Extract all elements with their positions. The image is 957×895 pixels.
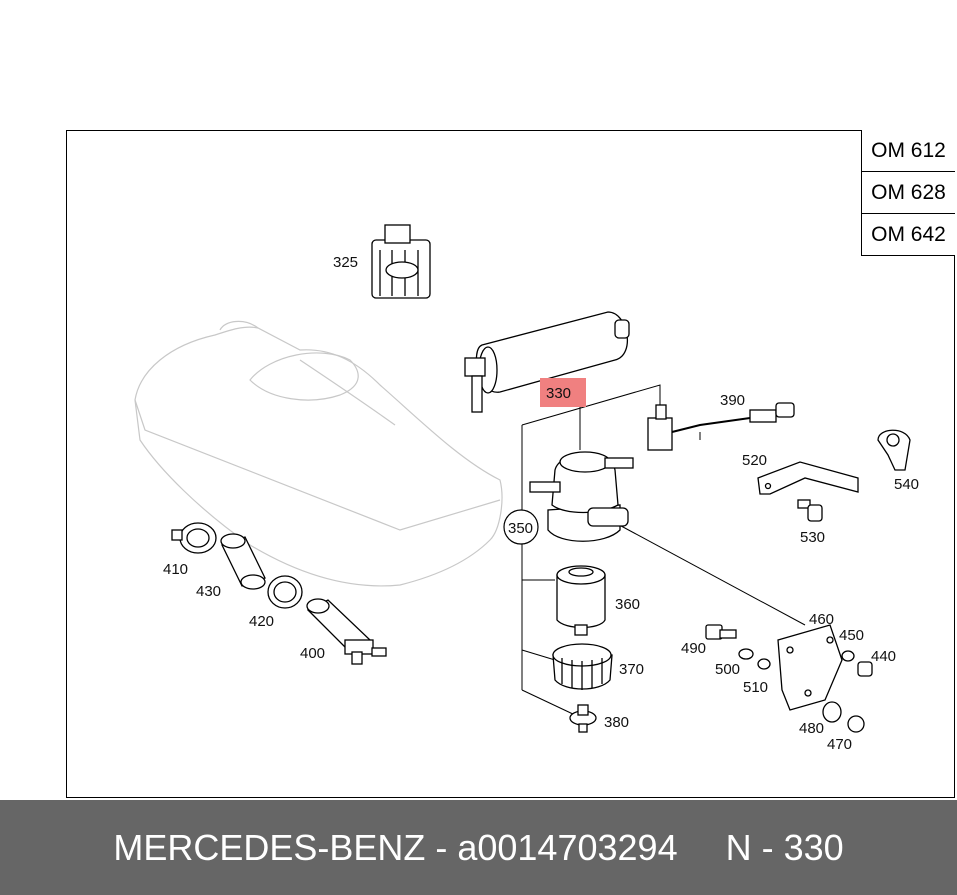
label-420: 420 bbox=[249, 613, 274, 630]
footer-position: N - 330 bbox=[725, 826, 844, 868]
ring-420-part[interactable] bbox=[267, 575, 303, 609]
label-380: 380 bbox=[604, 714, 629, 731]
label-370: 370 bbox=[619, 661, 644, 678]
fuel-tank-outline bbox=[134, 320, 503, 587]
label-400: 400 bbox=[300, 645, 325, 662]
label-510: 510 bbox=[743, 679, 768, 696]
bolt-530-part[interactable] bbox=[797, 499, 823, 522]
label-470: 470 bbox=[827, 736, 852, 753]
sleeve-430-part[interactable] bbox=[220, 533, 266, 590]
pump-400-part[interactable] bbox=[306, 598, 387, 665]
label-390: 390 bbox=[720, 392, 745, 409]
engine-code-cell: OM 642 bbox=[871, 223, 946, 246]
filter-housing-part[interactable] bbox=[529, 451, 634, 542]
highlight-330 bbox=[540, 378, 586, 407]
engine-code-cell: OM 612 bbox=[862, 130, 955, 172]
bracket-part[interactable] bbox=[757, 461, 859, 495]
label-325: 325 bbox=[333, 254, 358, 271]
filter-bowl-part[interactable] bbox=[552, 643, 613, 690]
engine-code-cell: OM 628 bbox=[862, 172, 955, 214]
label-540: 540 bbox=[894, 476, 919, 493]
filter-element-part[interactable] bbox=[556, 565, 606, 636]
fuel-pump-module-part[interactable] bbox=[371, 224, 431, 299]
label-480: 480 bbox=[799, 720, 824, 737]
label-350: 350 bbox=[508, 520, 533, 537]
label-460: 460 bbox=[809, 611, 834, 628]
label-500: 500 bbox=[715, 661, 740, 678]
drain-screw-part[interactable] bbox=[569, 704, 597, 733]
fuel-filter-canister[interactable] bbox=[464, 311, 630, 413]
label-330: 330 bbox=[546, 385, 571, 402]
label-430: 430 bbox=[196, 583, 221, 600]
label-410: 410 bbox=[163, 561, 188, 578]
mount-bracket-part[interactable] bbox=[777, 624, 843, 711]
label-530: 530 bbox=[800, 529, 825, 546]
label-520: 520 bbox=[742, 452, 767, 469]
engine-codes-table: OM 612 OM 628 OM 642 bbox=[861, 130, 955, 256]
callout-circle-350 bbox=[503, 509, 539, 545]
clamp-410-part[interactable] bbox=[171, 522, 217, 554]
label-450: 450 bbox=[839, 627, 864, 644]
footer-banner: MERCEDES-BENZ - a0014703294 N - 330 bbox=[0, 800, 957, 895]
fastener-parts[interactable] bbox=[705, 624, 873, 733]
footer-part-number: MERCEDES-BENZ - a0014703294 bbox=[113, 826, 678, 868]
leader-lines bbox=[521, 384, 806, 716]
part-labels: 325 330 390 520 540 530 350 360 370 380 … bbox=[163, 254, 919, 753]
label-360: 360 bbox=[615, 596, 640, 613]
label-440: 440 bbox=[871, 648, 896, 665]
clip-part[interactable] bbox=[877, 429, 911, 471]
sensor-cable-part[interactable] bbox=[647, 402, 795, 451]
label-490: 490 bbox=[681, 640, 706, 657]
